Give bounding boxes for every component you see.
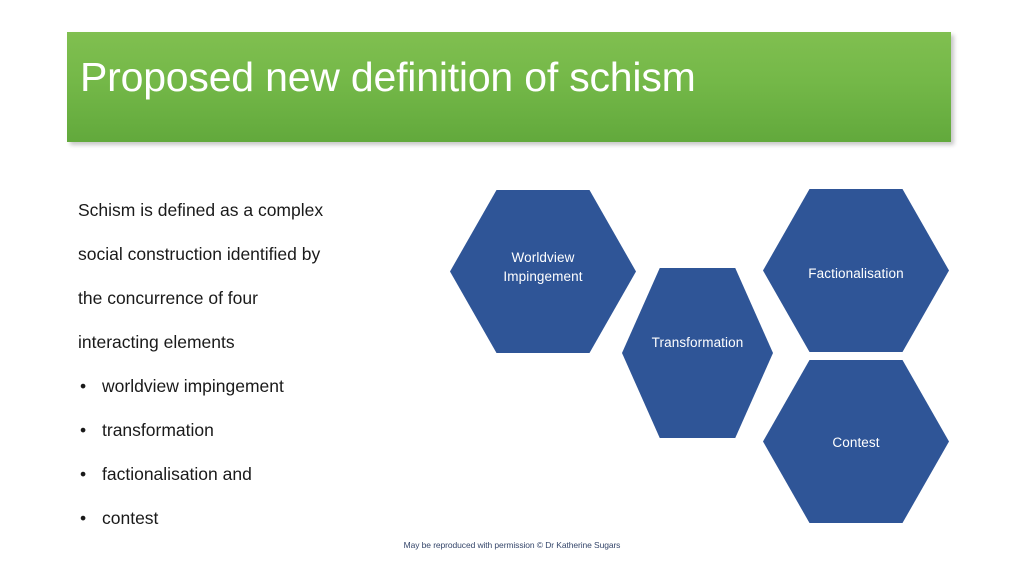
list-item-label: contest (102, 508, 159, 528)
list-item-label: worldview impingement (102, 376, 284, 396)
hexagon-label-line: Contest (832, 435, 880, 450)
hexagon-worldview-impingement[interactable]: Worldview Impingement (450, 190, 636, 353)
hexagon-label-line: Impingement (503, 269, 583, 284)
footer-copyright: May be reproduced with permission © Dr K… (403, 540, 621, 550)
hexagon-transformation[interactable]: Transformation (622, 268, 773, 438)
body-paragraph-line: the concurrence of four (78, 288, 258, 308)
hexagon-label: Factionalisation (763, 264, 949, 283)
bullet-icon: • (80, 420, 87, 440)
list-item: • worldview impingement (78, 364, 408, 408)
list-item-label: transformation (102, 420, 214, 440)
list-item-label: factionalisation and (102, 464, 252, 484)
bullet-icon: • (80, 464, 87, 484)
hexagon-label: Contest (763, 433, 949, 452)
page-title: Proposed new definition of schism (80, 54, 696, 100)
bullet-icon: • (80, 376, 87, 396)
list-item: • factionalisation and (78, 452, 408, 496)
hexagon-label-line: Transformation (651, 335, 744, 350)
body-paragraph-line: interacting elements (78, 332, 235, 352)
hexagon-label: Worldview Impingement (450, 248, 636, 286)
body-paragraph-line: Schism is defined as a complex (78, 200, 324, 220)
list-item: • contest (78, 496, 408, 540)
body-paragraph-line: social construction identified by (78, 244, 321, 264)
body-text-block: Schism is defined as a complex social co… (78, 188, 408, 540)
bullet-icon: • (80, 508, 87, 528)
list-item: • transformation (78, 408, 408, 452)
hexagon-diagram: Worldview Impingement Transformation Fac… (440, 180, 960, 530)
hexagon-label-line: Factionalisation (808, 266, 904, 281)
title-banner: Proposed new definition of schism (67, 32, 951, 142)
hexagon-factionalisation[interactable]: Factionalisation (763, 189, 949, 352)
hexagon-label-line: Worldview (511, 250, 575, 265)
hexagon-label: Transformation (622, 333, 773, 352)
hexagon-contest[interactable]: Contest (763, 360, 949, 523)
